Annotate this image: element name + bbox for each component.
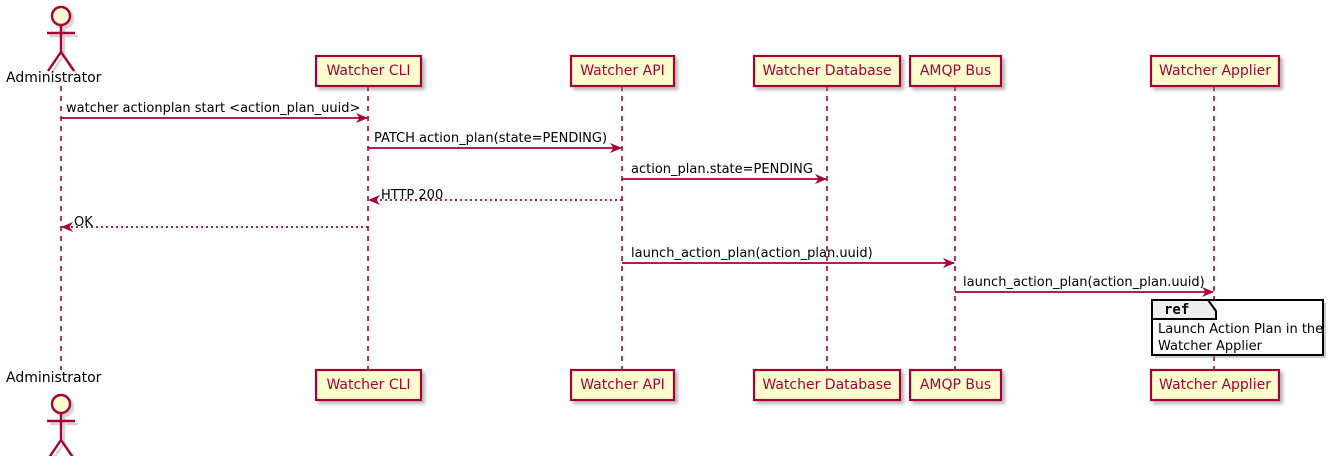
actor-label-Administrator-top: Administrator bbox=[6, 70, 102, 86]
participant-label-watcher-applier-bottom: Watcher Applier bbox=[1159, 377, 1271, 393]
participant-label-watcher-api-top: Watcher API bbox=[580, 63, 665, 79]
participant-box-watcher-database-bottom[interactable] bbox=[752, 368, 902, 402]
participant-boxes-group bbox=[314, 54, 1281, 402]
ref-block-title: ref bbox=[1164, 302, 1190, 318]
participant-label-watcher-database-bottom: Watcher Database bbox=[762, 377, 892, 393]
ref-block-text-line-1: Launch Action Plan in the bbox=[1158, 322, 1324, 337]
participant-box-amqp-bus-bottom[interactable] bbox=[908, 368, 1003, 402]
ref-block-tab bbox=[1151, 299, 1217, 320]
participant-box-watcher-cli-bottom[interactable] bbox=[314, 368, 423, 402]
participant-box-amqp-bus-top[interactable] bbox=[908, 54, 1003, 88]
message-label-msg-1: watcher actionplan start <action_plan_uu… bbox=[66, 101, 361, 116]
message-label-msg-4: HTTP 200 bbox=[381, 188, 444, 203]
participant-label-watcher-applier-top: Watcher Applier bbox=[1159, 63, 1271, 79]
message-label-msg-7: launch_action_plan(action_plan.uuid) bbox=[963, 275, 1205, 290]
participant-label-watcher-cli-bottom: Watcher CLI bbox=[326, 377, 411, 393]
participant-label-amqp-bus-bottom: AMQP Bus bbox=[919, 377, 992, 393]
participant-box-watcher-applier-top[interactable] bbox=[1149, 54, 1281, 88]
participant-label-watcher-database-top: Watcher Database bbox=[762, 63, 892, 79]
participant-label-amqp-bus-top: AMQP Bus bbox=[919, 63, 992, 79]
ref-block-group bbox=[1151, 299, 1326, 358]
message-label-msg-5: OK bbox=[74, 215, 93, 230]
participant-box-watcher-api-top[interactable] bbox=[569, 54, 676, 88]
message-label-msg-6: launch_action_plan(action_plan.uuid) bbox=[631, 246, 873, 261]
message-label-msg-3: action_plan.state=PENDING bbox=[631, 162, 813, 177]
participant-label-watcher-cli-top: Watcher CLI bbox=[326, 63, 411, 79]
actor-figure-Administrator-top bbox=[47, 5, 78, 75]
participant-label-watcher-api-bottom: Watcher API bbox=[580, 377, 665, 393]
actor-label-Administrator-bottom: Administrator bbox=[6, 370, 102, 386]
participant-box-watcher-database-top[interactable] bbox=[752, 54, 902, 88]
ref-block-text-line-2: Watcher Applier bbox=[1158, 339, 1262, 354]
participant-box-watcher-api-bottom[interactable] bbox=[569, 368, 676, 402]
message-label-msg-2: PATCH action_plan(state=PENDING) bbox=[374, 131, 608, 146]
lifelines-group bbox=[60, 86, 1215, 370]
participant-box-watcher-cli-top[interactable] bbox=[314, 54, 423, 88]
actor-figure-Administrator-bottom bbox=[47, 393, 78, 456]
participant-box-watcher-applier-bottom[interactable] bbox=[1149, 368, 1281, 402]
actors-group bbox=[47, 5, 78, 456]
messages-group bbox=[61, 113, 1214, 297]
